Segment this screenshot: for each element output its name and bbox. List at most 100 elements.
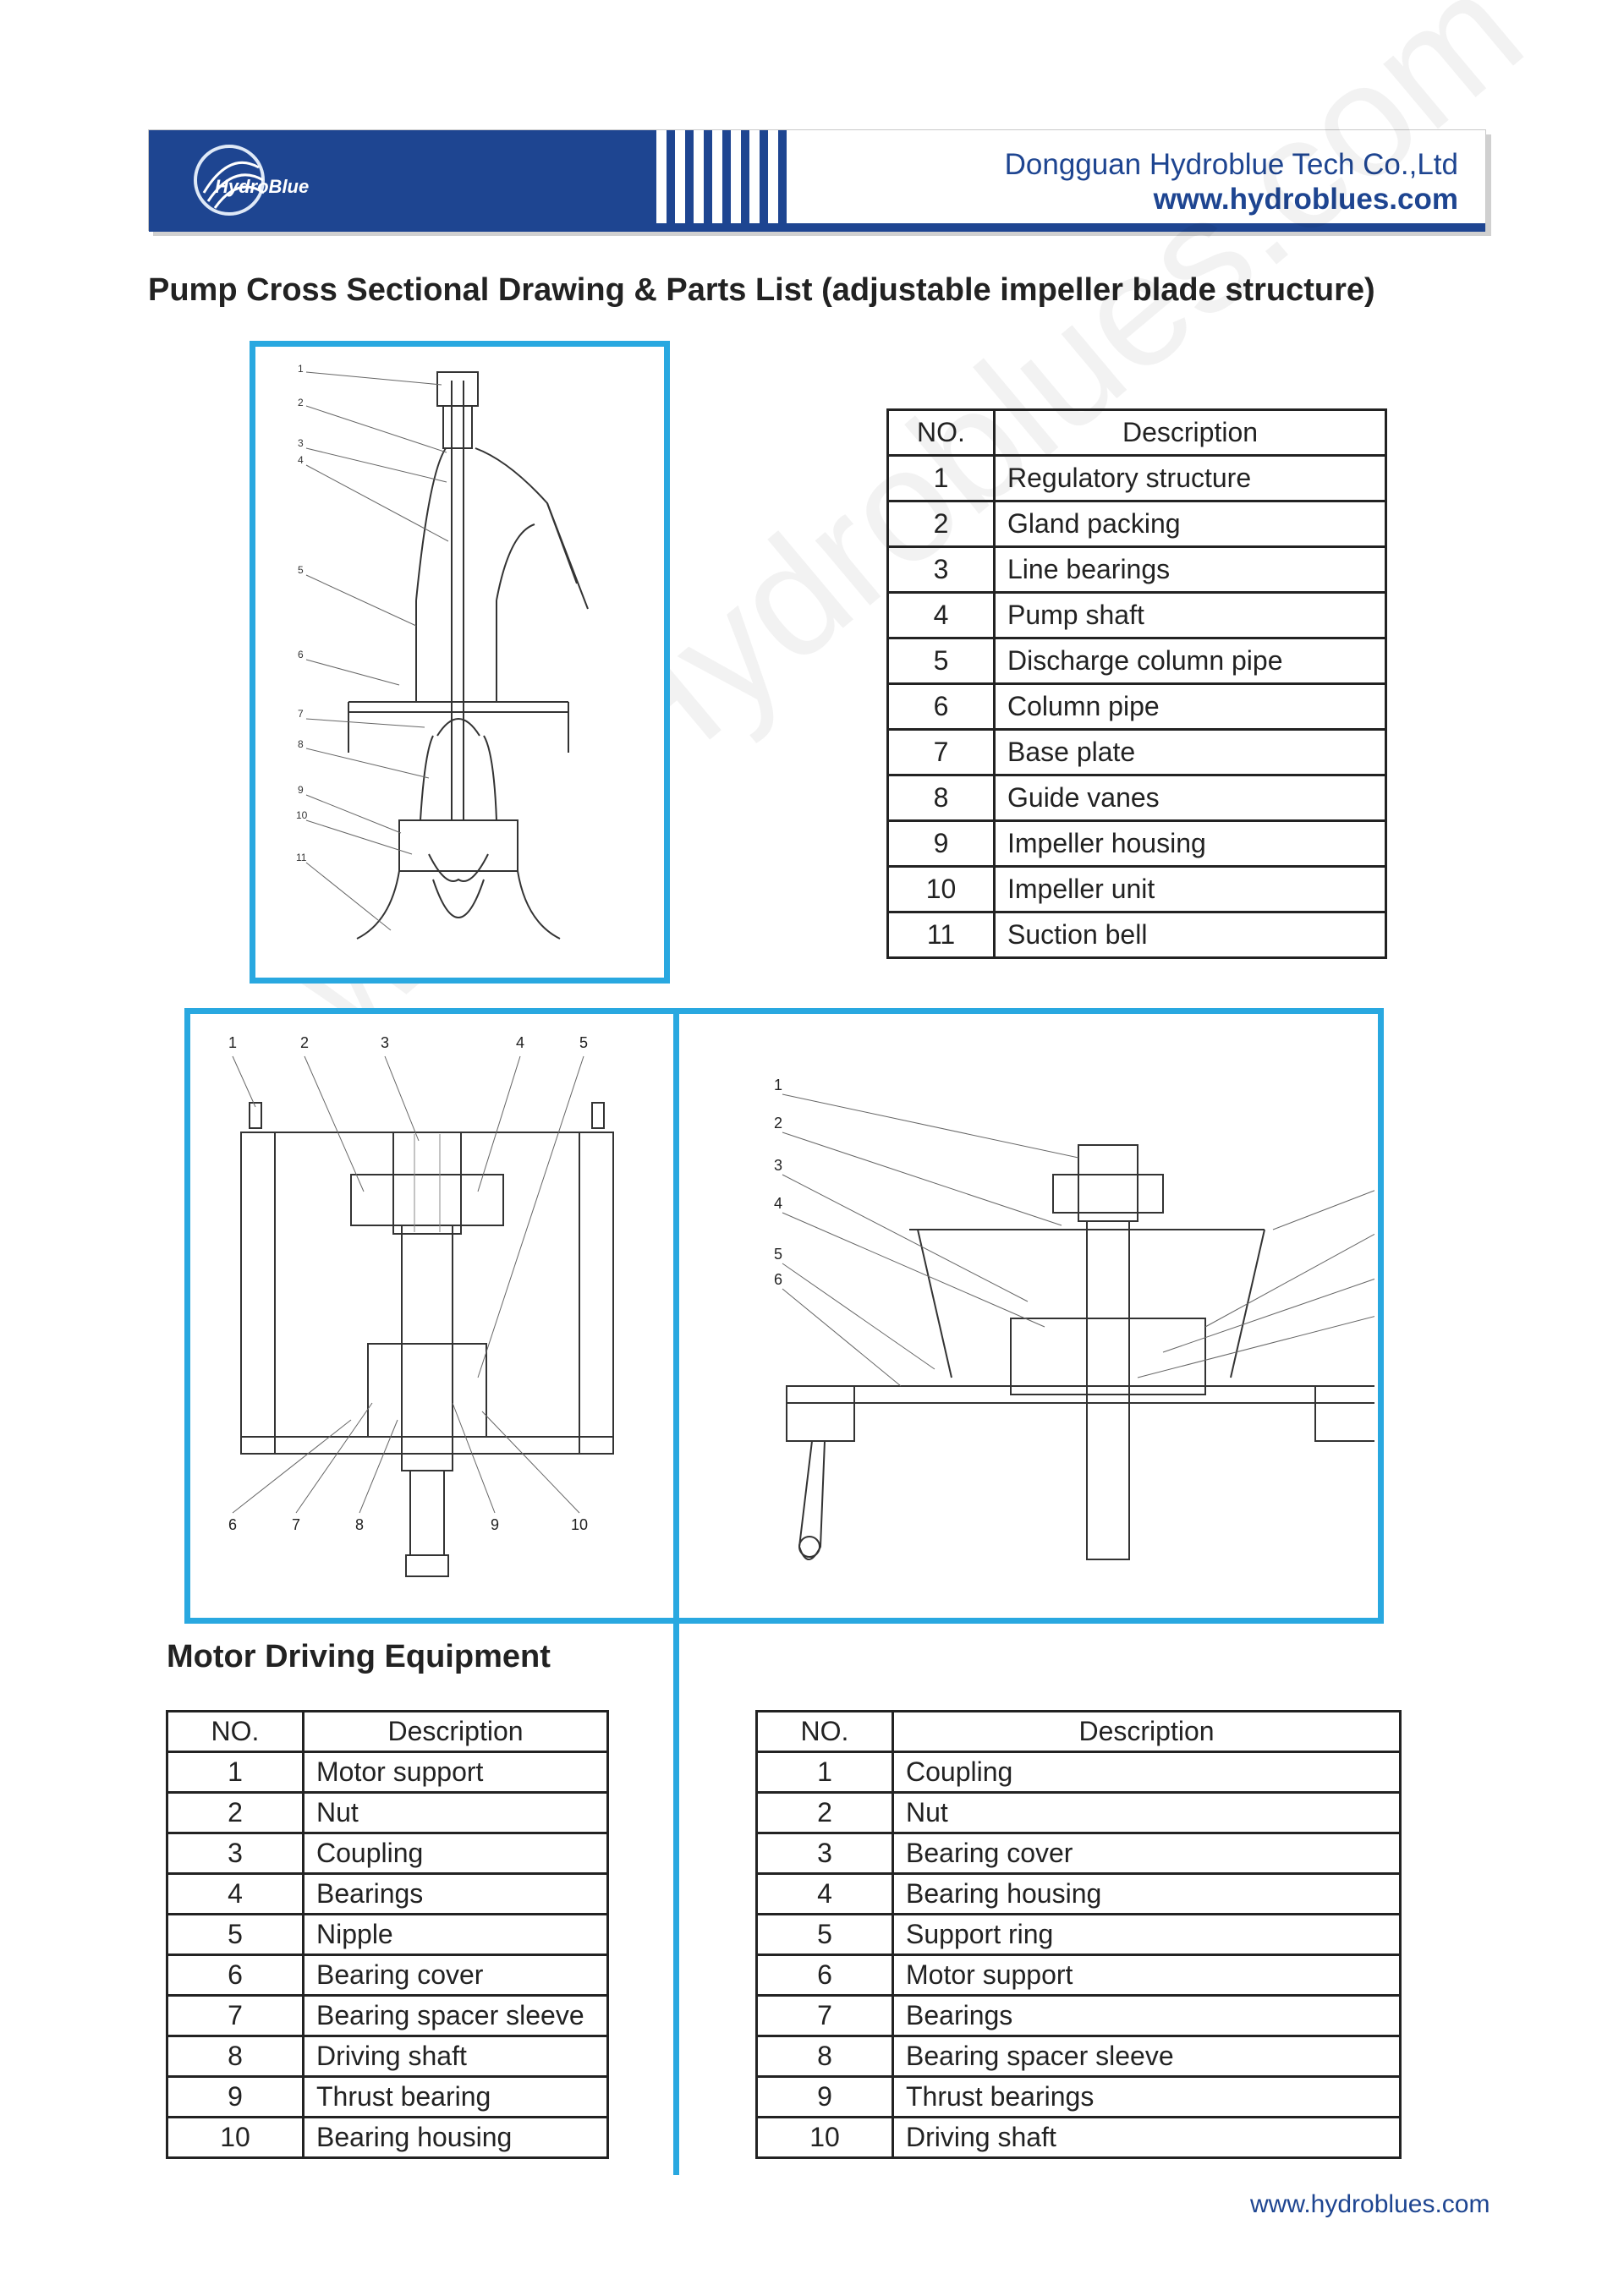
cell-no: 5 [166, 1913, 304, 1956]
banner-underline [149, 223, 1485, 232]
cell-desc: Bearing cover [302, 1954, 609, 1997]
cell-desc: Nut [892, 1791, 1402, 1834]
table-header-row: NO. Description [886, 408, 1387, 457]
motor-left-label-6: 6 [228, 1516, 237, 1533]
motor-left-label-10: 10 [571, 1516, 588, 1533]
cell-no: 1 [166, 1751, 304, 1794]
cell-no: 3 [886, 545, 996, 594]
motor-left-label-4: 4 [516, 1034, 524, 1051]
cell-no: 2 [166, 1791, 304, 1834]
cell-no: 11 [886, 911, 996, 959]
cell-no: 5 [755, 1913, 894, 1956]
cell-no: 2 [886, 500, 996, 548]
cell-no: 1 [755, 1751, 894, 1794]
motor-section-title: Motor Driving Equipment [167, 1639, 551, 1674]
page-title: Pump Cross Sectional Drawing & Parts Lis… [148, 272, 1375, 308]
motor-left-label-1: 1 [228, 1034, 237, 1051]
cell-no: 7 [755, 1994, 894, 2037]
motor-left-label-8: 8 [355, 1516, 364, 1533]
cell-desc: Bearing spacer sleeve [302, 1994, 609, 2037]
cell-no: 4 [166, 1872, 304, 1915]
col-description: Description [993, 408, 1387, 457]
cell-no: 1 [886, 454, 996, 502]
motor-right-label-3: 3 [774, 1157, 782, 1174]
pump-label-11: 11 [296, 852, 307, 863]
cell-desc: Gland packing [993, 500, 1387, 548]
banner-stripes [648, 130, 800, 228]
pump-label-1: 1 [298, 363, 304, 375]
cell-desc: Motor support [302, 1751, 609, 1794]
pump-label-3: 3 [298, 437, 304, 449]
cell-desc: Bearing housing [892, 1872, 1402, 1915]
cell-desc: Guide vanes [993, 774, 1387, 822]
cell-no: 8 [886, 774, 996, 822]
footer-website-link[interactable]: www.hydroblues.com [1250, 2190, 1490, 2218]
cell-desc: Thrust bearings [892, 2075, 1402, 2118]
pump-label-2: 2 [298, 397, 304, 408]
motor-left-label-9: 9 [491, 1516, 499, 1533]
vertical-divider [673, 1008, 679, 2175]
cell-desc: Driving shaft [892, 2116, 1402, 2159]
pump-label-5: 5 [298, 564, 304, 576]
cell-desc: Motor support [892, 1954, 1402, 1997]
cell-desc: Impeller housing [993, 819, 1387, 868]
pump-label-4: 4 [298, 454, 304, 466]
cell-no: 8 [166, 2035, 304, 2078]
pump-drawing-frame: 1 2 3 4 5 6 7 8 9 10 11 [250, 341, 670, 984]
cell-no: 9 [166, 2075, 304, 2118]
cell-desc: Support ring [892, 1913, 1402, 1956]
motor-support-drawing-right: 1 2 3 4 5 6 7 8 9 10 [774, 1077, 1374, 1560]
cell-no: 10 [886, 865, 996, 913]
cell-no: 9 [886, 819, 996, 868]
pump-label-9: 9 [298, 784, 304, 796]
cell-desc: Suction bell [993, 911, 1387, 959]
cell-no: 3 [166, 1832, 304, 1875]
header-banner: HydroBlue Dongguan Hydroblue Tech Co.,Lt… [148, 129, 1486, 232]
pump-label-10: 10 [296, 809, 308, 821]
motor-right-label-1: 1 [774, 1077, 782, 1093]
col-no: NO. [166, 1710, 304, 1753]
company-name: Dongguan Hydroblue Tech Co.,Ltd [1004, 148, 1458, 181]
cell-desc: Line bearings [993, 545, 1387, 594]
table-header-row: NO. Description [755, 1710, 1402, 1753]
cell-desc: Coupling [892, 1751, 1402, 1794]
cell-desc: Bearing housing [302, 2116, 609, 2159]
motor-left-label-5: 5 [579, 1034, 588, 1051]
pump-label-8: 8 [298, 738, 304, 750]
cell-desc: Regulatory structure [993, 454, 1387, 502]
cell-no: 7 [886, 728, 996, 776]
cell-desc: Nut [302, 1791, 609, 1834]
table-header-row: NO. Description [166, 1710, 609, 1753]
pump-label-7: 7 [298, 708, 304, 720]
motor-left-label-2: 2 [300, 1034, 309, 1051]
header-website-link[interactable]: www.hydroblues.com [1153, 183, 1458, 216]
motor-right-label-6: 6 [774, 1271, 782, 1288]
cell-no: 10 [755, 2116, 894, 2159]
